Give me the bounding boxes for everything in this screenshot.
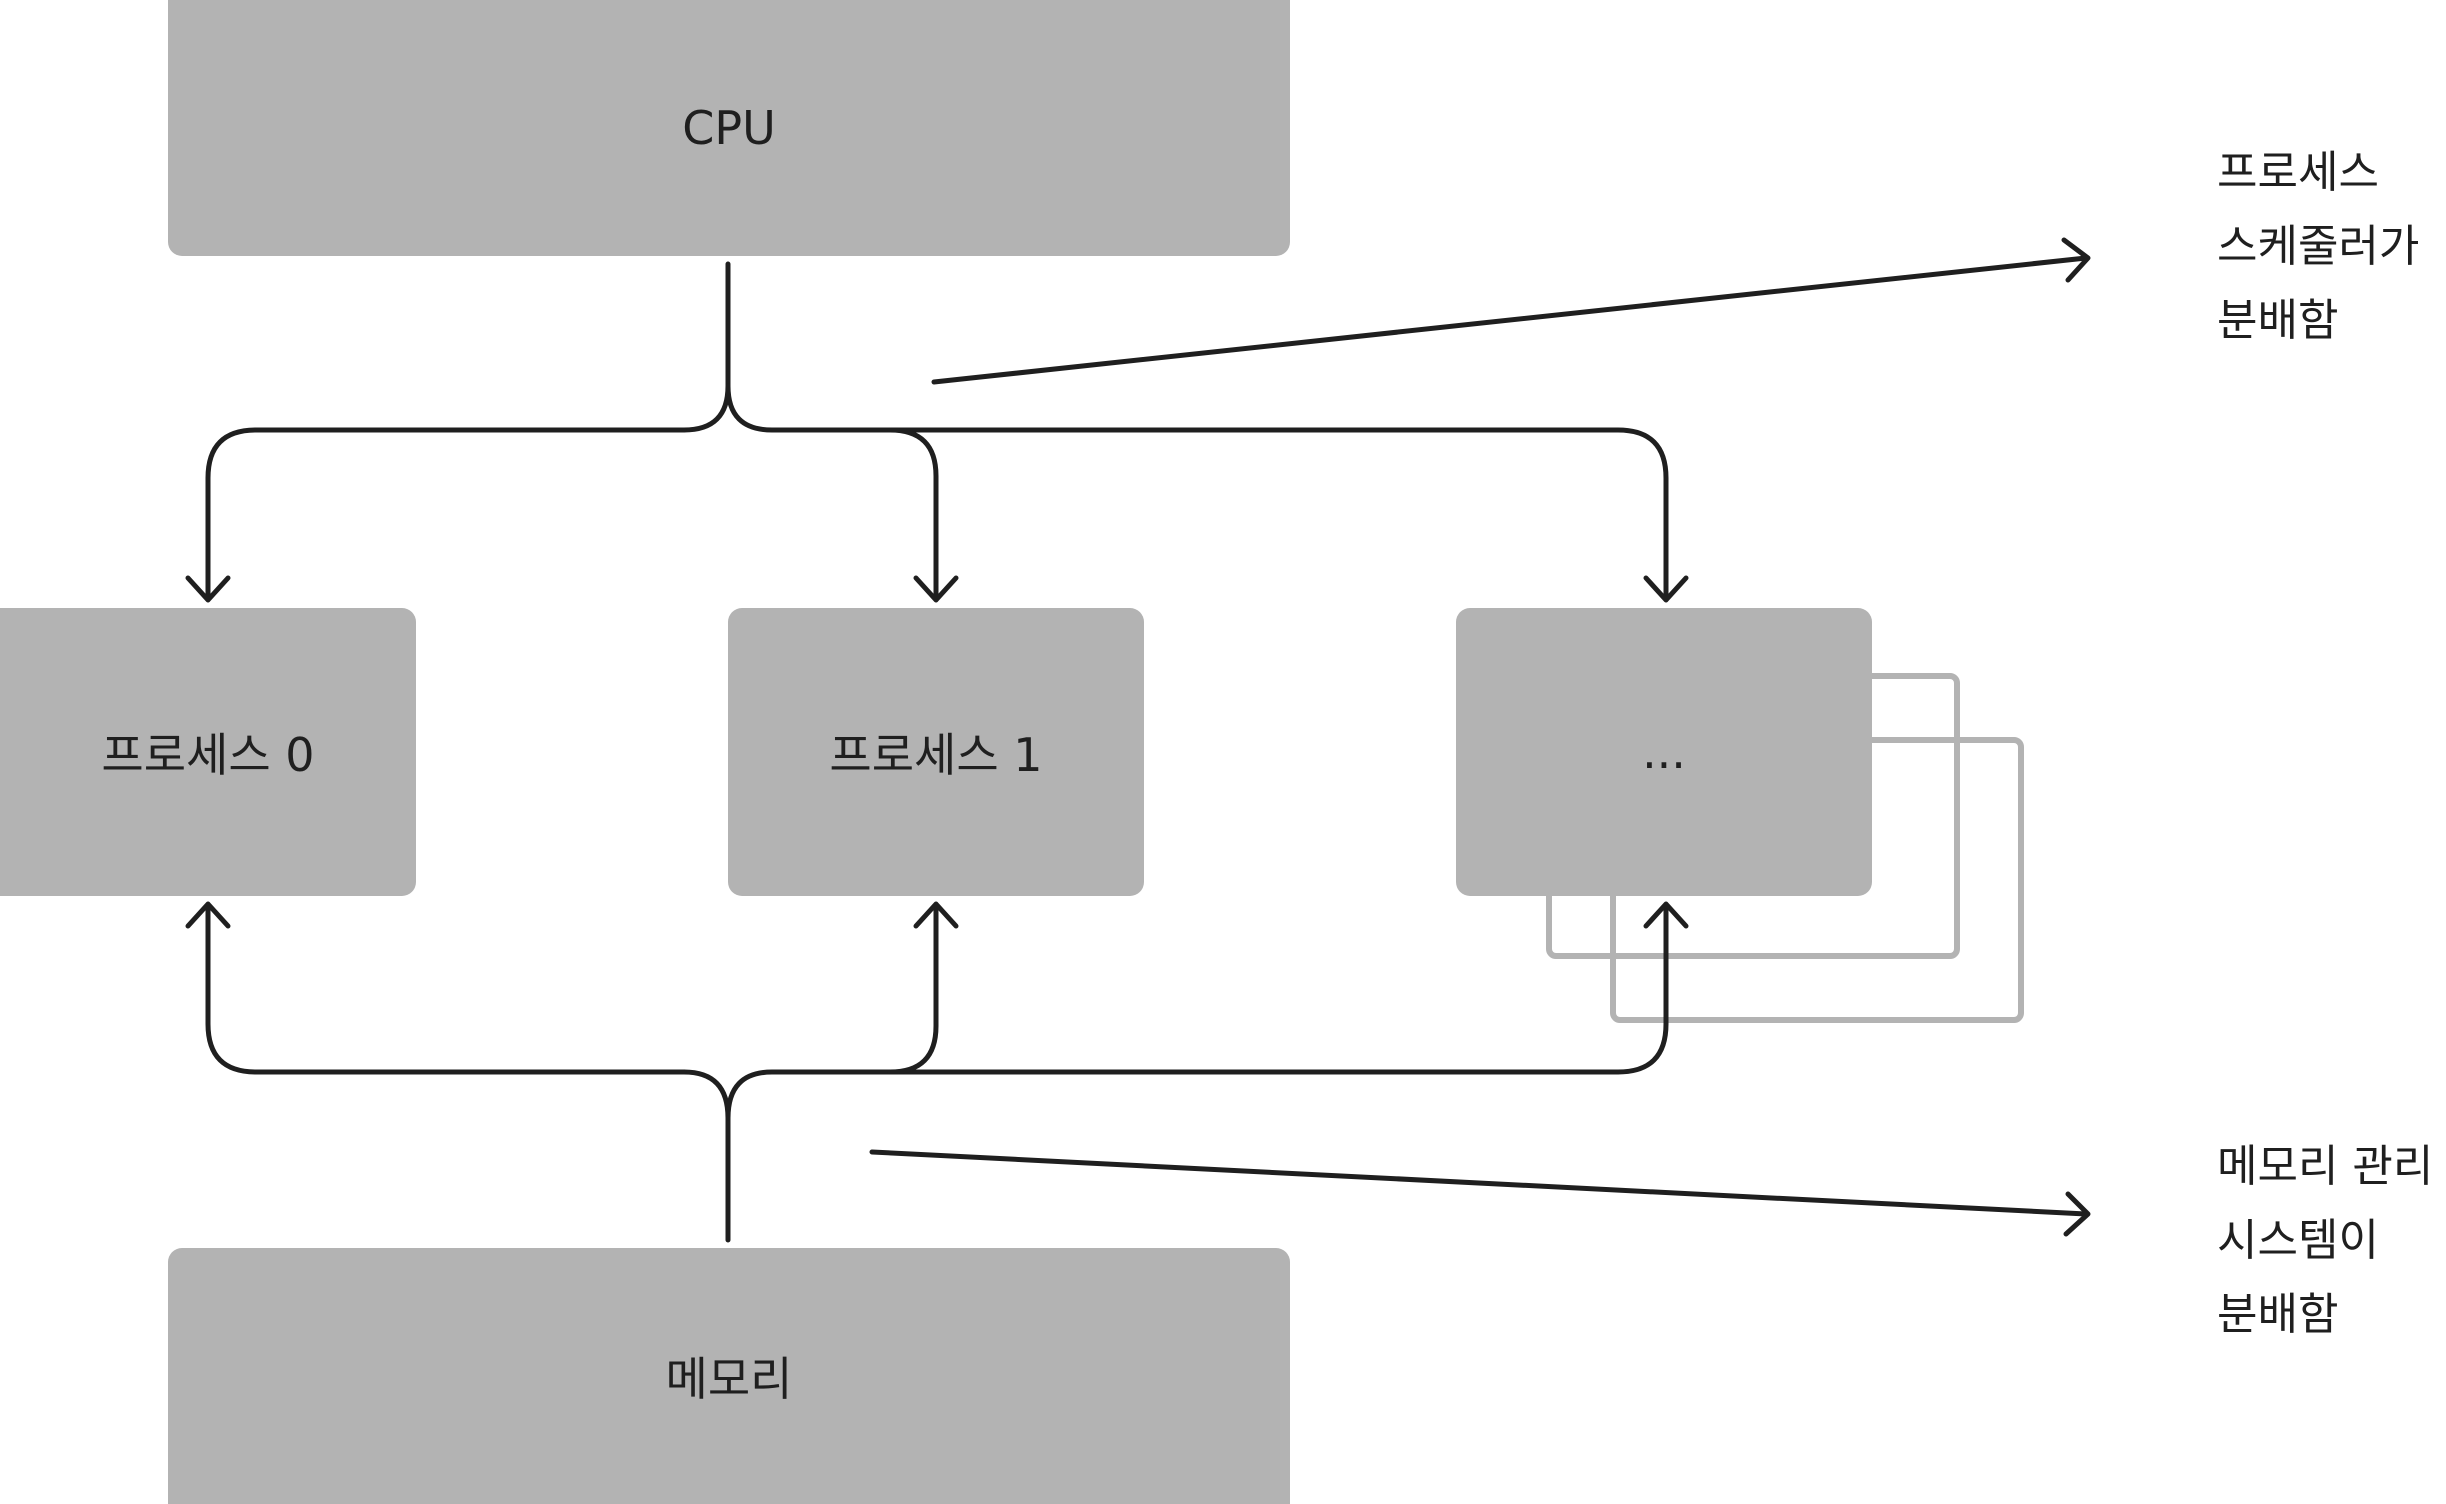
scheduler-pointer-head	[2061, 237, 2091, 283]
cpu-label: CPU	[682, 101, 776, 155]
cpu-brace-mid	[887, 427, 939, 601]
memory-brace-left	[205, 903, 687, 1075]
cpu-brace-right	[725, 383, 1669, 601]
cpu-brace-left	[205, 427, 687, 601]
memory-brace-right	[725, 903, 1669, 1121]
memory-pointer-line	[869, 1149, 2089, 1217]
process-more-label: ...	[1642, 725, 1686, 779]
arrowhead-up-p1	[913, 901, 959, 929]
memory-stem	[681, 1069, 731, 1243]
arrowhead-down-pn	[1643, 575, 1689, 603]
process-1-label: 프로세스 1	[829, 728, 1043, 782]
arrowhead-down-p1	[913, 575, 959, 603]
arrowhead-down-p0	[185, 575, 231, 603]
memory-box: 메모리	[168, 1248, 1290, 1504]
scheduler-pointer-line	[931, 255, 2089, 385]
memory-manager-annotation-line-3: 분배함	[2217, 1289, 2339, 1340]
memory-manager-annotation-line-2: 시스템이	[2217, 1215, 2379, 1266]
scheduler-annotation-line-2: 스케줄러가	[2217, 221, 2420, 272]
scheduler-annotation: 프로세스 스케줄러가 분배함	[2217, 136, 2419, 358]
memory-manager-annotation: 메모리 관리 시스템이 분배함	[2217, 1130, 2433, 1352]
process-1-box: 프로세스 1	[728, 608, 1144, 896]
process-0-label: 프로세스 0	[101, 728, 315, 782]
arrowhead-up-pn	[1643, 901, 1689, 929]
process-0-box: 프로세스 0	[0, 608, 416, 896]
arrowhead-up-p0	[185, 901, 231, 929]
memory-pointer-head	[2063, 1191, 2091, 1237]
memory-label: 메모리	[665, 1352, 793, 1406]
process-more-box: ...	[1456, 608, 1872, 896]
memory-manager-annotation-line-1: 메모리 관리	[2217, 1141, 2434, 1192]
memory-brace-mid	[887, 903, 939, 1075]
cpu-stem	[681, 261, 731, 433]
scheduler-annotation-line-3: 분배함	[2217, 295, 2339, 346]
cpu-box: CPU	[168, 0, 1290, 256]
scheduler-annotation-line-1: 프로세스	[2217, 147, 2379, 198]
